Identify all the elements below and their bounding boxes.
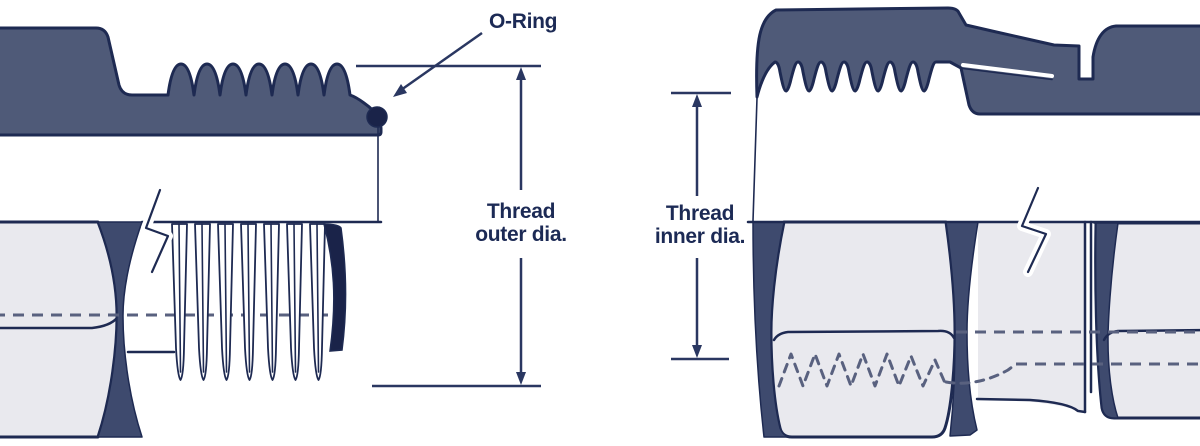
outer-dia-arrow-up-icon [516,67,526,80]
o-ring-label: O-Ring [489,10,557,33]
male-break-symbol [141,185,173,277]
inner-dia-arrow-down-icon [692,345,702,358]
male-hex-midline [0,316,119,330]
male-hex-chamfer-band [97,221,143,438]
male-hex-nut [0,220,119,439]
male-thread-runout [323,223,347,352]
female-face-edge [752,97,758,222]
o-ring-callout: O-Ring [393,10,557,97]
male-body-upper [0,26,383,137]
female-break-symbol [1017,183,1051,277]
male-thread-blades [171,223,326,381]
thread-inner-label-line2: inner dia. [655,225,745,248]
outer-dia-arrow-down-icon [516,372,526,385]
female-tube [978,222,1085,412]
female-separation-highlight [961,63,1054,78]
thread-outer-label-line2: outer dia. [475,223,567,246]
female-swivel-nut-band-right [945,221,979,437]
female-hex-body-chamfer-band [1093,222,1119,419]
thread-inner-dia-dimension: Thread inner dia. [655,91,745,361]
female-hidden-thread-leader [944,362,1018,385]
thread-inner-label-line1: Thread [666,202,734,225]
female-separation-edge [962,67,1053,81]
inner-dia-arrow-up-icon [692,94,702,107]
female-swivel-nut [769,220,957,439]
o-ring-seal [366,106,388,128]
female-body-upper [755,6,1200,116]
female-tube-bottom-edge [975,397,1087,414]
female-fitting-figure [746,6,1200,439]
o-ring-arrowhead-icon [393,84,407,97]
female-hidden-threads [777,352,947,388]
female-swivel-nut-band-left [752,221,791,438]
thread-outer-label-line1: Thread [487,200,555,223]
thread-outer-dia-dimension: Thread outer dia. [356,64,567,388]
female-swivel-nut-midline [772,329,956,342]
male-fitting-figure [0,26,388,439]
o-ring-leader-line [400,31,483,92]
